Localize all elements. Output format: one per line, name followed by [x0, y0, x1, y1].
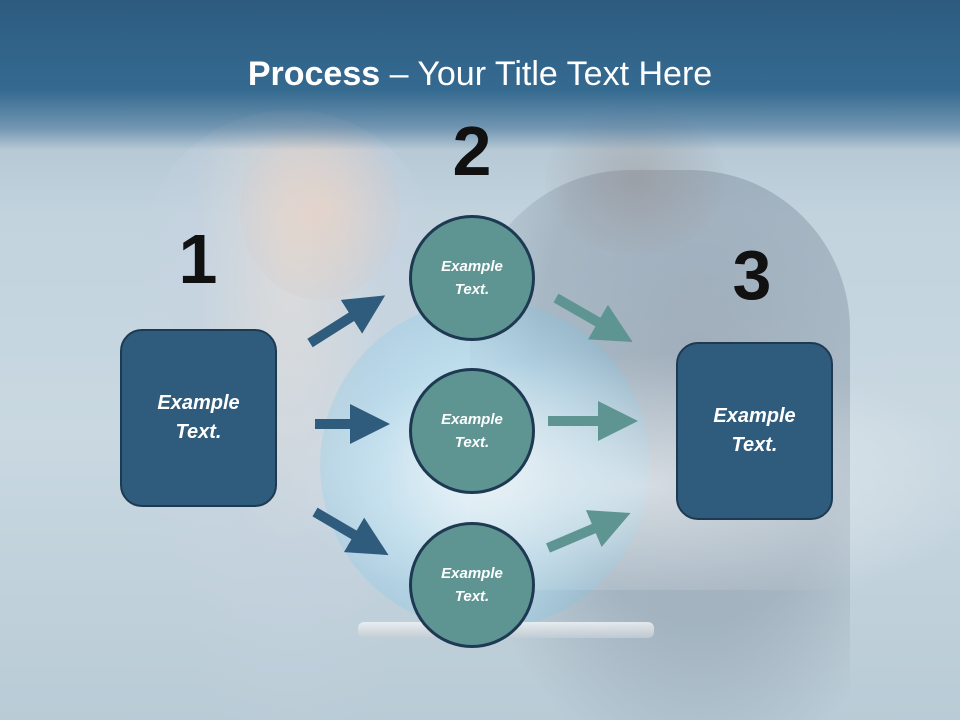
title-bold-part: Process: [247, 55, 381, 93]
process-circle-top[interactable]: Example Text.: [409, 215, 535, 341]
slide-title[interactable]: Process – Your Title Text Here: [0, 52, 960, 96]
arrow-from-bottom-circle: [546, 510, 631, 553]
circle-bottom-text: Example Text.: [441, 565, 503, 605]
process-circle-bottom[interactable]: Example Text.: [409, 522, 535, 648]
arrow-to-top-circle: [307, 295, 386, 348]
left-process-box[interactable]: Example Text.: [120, 329, 277, 507]
process-circle-middle[interactable]: Example Text.: [409, 368, 535, 494]
arrow-to-bottom-circle: [312, 507, 389, 556]
header-band: [0, 0, 960, 150]
step-number-1: 1: [178, 220, 218, 298]
left-box-text: Example Text.: [157, 392, 240, 443]
arrow-from-top-circle: [553, 293, 633, 342]
circle-middle-text: Example Text.: [441, 411, 503, 451]
right-box-text: Example Text.: [713, 405, 796, 456]
right-process-box[interactable]: Example Text.: [676, 342, 833, 520]
step-number-3: 3: [732, 236, 772, 314]
title-rest-part: – Your Title Text Here: [380, 55, 713, 93]
step-number-2: 2: [452, 112, 492, 190]
circle-top-text: Example Text.: [441, 258, 503, 298]
background-photo-woman-face: [240, 120, 400, 300]
